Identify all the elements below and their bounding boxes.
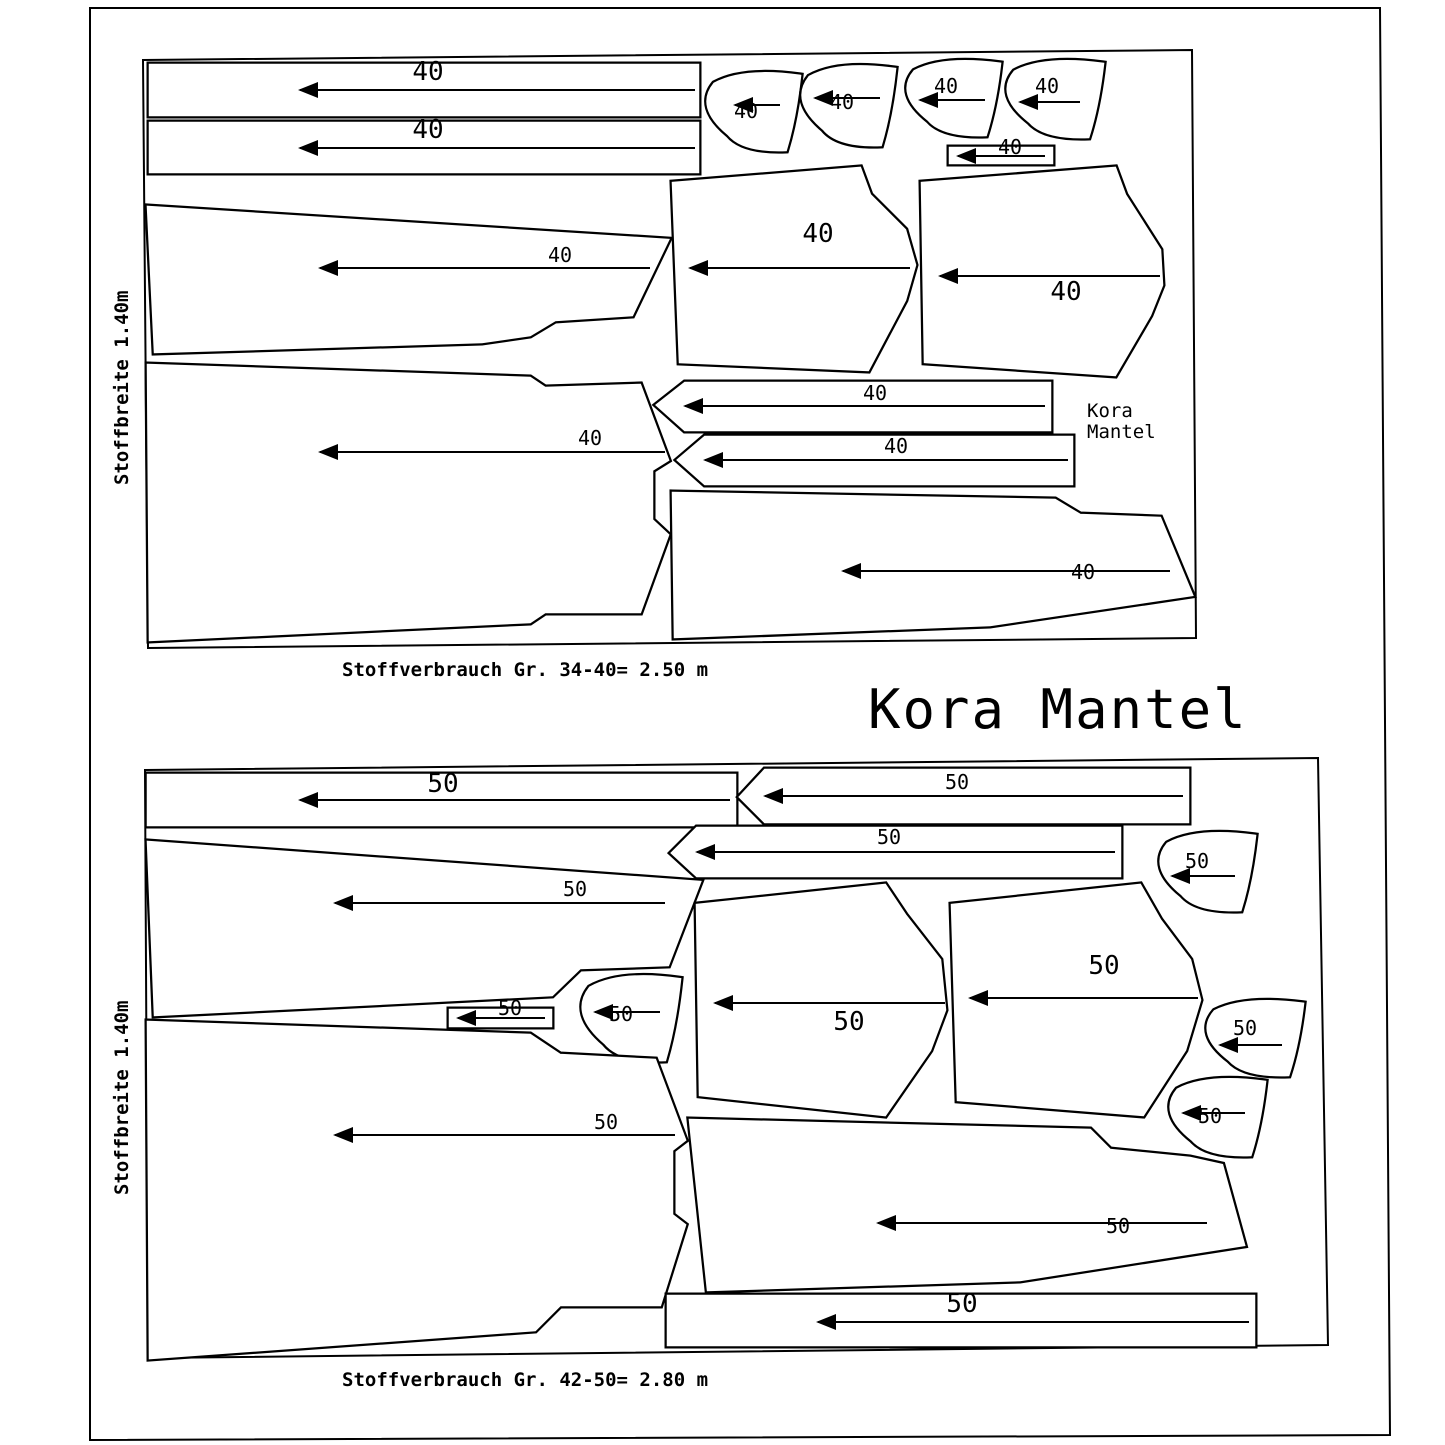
bottom-layout: 50 50 50 50 50 50 50 50 50 50 50 50 50 50 Stoffbreite… xyxy=(111,756,1330,1391)
size-label: 40 xyxy=(863,381,887,405)
piece-seam-allowance xyxy=(666,1294,1256,1347)
size-label: 40 xyxy=(884,434,908,458)
pocket-piece: 50 xyxy=(1157,829,1259,914)
size-label: 40 xyxy=(802,219,833,249)
pocket-piece: 50 xyxy=(1167,1075,1269,1159)
size-label: 40 xyxy=(998,135,1022,159)
size-label: 40 xyxy=(412,115,443,145)
size-label: 50 xyxy=(946,1289,977,1319)
piece-seam-allowance xyxy=(146,1020,687,1360)
model-label-line1: Kora xyxy=(1087,400,1133,422)
sleeve-piece: 40 xyxy=(669,164,919,374)
piece-seam-allowance xyxy=(1006,60,1105,139)
back-panel: 50 xyxy=(686,1116,1249,1294)
pocket-piece: 50 xyxy=(579,972,684,1064)
size-label: 50 xyxy=(1106,1214,1130,1238)
pocket-piece: 50 xyxy=(1204,997,1307,1079)
hem-strip: 50 xyxy=(664,1289,1258,1349)
size-label: 40 xyxy=(1050,277,1081,307)
size-label: 40 xyxy=(830,90,854,114)
collar-strip: 50 xyxy=(666,824,1124,880)
waistband-strip: 50 xyxy=(144,769,739,829)
size-label: 50 xyxy=(833,1007,864,1037)
model-label-line2: Mantel xyxy=(1087,421,1156,443)
size-label: 50 xyxy=(1198,1104,1222,1128)
sleeve-piece: 50 xyxy=(693,881,949,1119)
belt-loop-strip: 40 xyxy=(946,135,1056,167)
size-label: 40 xyxy=(934,74,958,98)
size-label: 40 xyxy=(1035,74,1059,98)
size-label: 40 xyxy=(578,426,602,450)
sleeve-piece: 40 xyxy=(918,164,1166,379)
consumption-label-bottom: Stoffverbrauch Gr. 42-50= 2.80 m xyxy=(342,1369,708,1391)
piece-seam-allowance xyxy=(1169,1078,1267,1157)
collar-strip: 40 xyxy=(672,433,1076,488)
piece-seam-allowance xyxy=(906,60,1002,137)
front-panel: 40 xyxy=(144,203,674,356)
piece-seam-allowance xyxy=(1206,1000,1305,1077)
piece-seam-allowance xyxy=(688,1118,1246,1292)
piece-seam-allowance xyxy=(920,166,1164,377)
front-panel: 50 xyxy=(144,838,705,1019)
size-label: 50 xyxy=(427,769,458,799)
size-label: 50 xyxy=(609,1002,633,1026)
pocket-piece: 40 xyxy=(799,62,899,149)
piece-seam-allowance xyxy=(695,883,947,1117)
piece-seam-allowance xyxy=(146,363,670,642)
size-label: 40 xyxy=(734,99,758,123)
size-label: 40 xyxy=(548,243,572,267)
front-lower-panel: 40 xyxy=(144,361,673,644)
collar-strip: 50 xyxy=(735,766,1192,826)
piece-seam-allowance xyxy=(706,72,802,152)
waistband-strip: 40 xyxy=(146,57,702,119)
size-label: 50 xyxy=(1088,951,1119,981)
size-label: 50 xyxy=(945,770,969,794)
size-label: 40 xyxy=(1071,560,1095,584)
top-layout: 40 40 40 40 40 40 40 40 40 40 40 40 40 40 Stoffbreite… xyxy=(111,48,1198,681)
belt-loop-strip: 50 xyxy=(446,996,555,1030)
piece-seam-allowance xyxy=(801,65,897,147)
piece-seam-allowance xyxy=(581,975,682,1062)
piece-seam-allowance xyxy=(671,491,1194,639)
pocket-piece: 40 xyxy=(904,57,1004,139)
size-label: 50 xyxy=(1233,1016,1257,1040)
size-label: 50 xyxy=(594,1110,618,1134)
piece-seam-allowance xyxy=(950,883,1202,1117)
piece-seam-allowance xyxy=(146,205,670,354)
size-label: 50 xyxy=(1185,849,1209,873)
sleeve-piece: 50 xyxy=(948,881,1204,1119)
front-lower-panel: 50 xyxy=(144,1018,690,1362)
pocket-piece: 40 xyxy=(1004,57,1107,141)
pocket-piece: 40 xyxy=(704,69,804,154)
waistband-strip: 40 xyxy=(146,115,702,176)
piece-seam-allowance xyxy=(1159,832,1257,912)
pattern-title: Kora Mantel xyxy=(868,678,1248,741)
size-label: 50 xyxy=(563,877,587,901)
back-panel: 40 xyxy=(669,489,1197,641)
size-label: 50 xyxy=(498,996,522,1020)
page-frame xyxy=(89,7,1392,1442)
fabric-width-label-bottom: Stoffbreite 1.40m xyxy=(111,1001,133,1195)
size-label: 50 xyxy=(877,825,901,849)
fabric-width-label-top: Stoffbreite 1.40m xyxy=(111,291,133,485)
consumption-label-top: Stoffverbrauch Gr. 34-40= 2.50 m xyxy=(342,659,708,681)
size-label: 40 xyxy=(412,57,443,87)
collar-strip: 40 xyxy=(651,379,1054,434)
piece-seam-allowance xyxy=(146,840,702,1017)
